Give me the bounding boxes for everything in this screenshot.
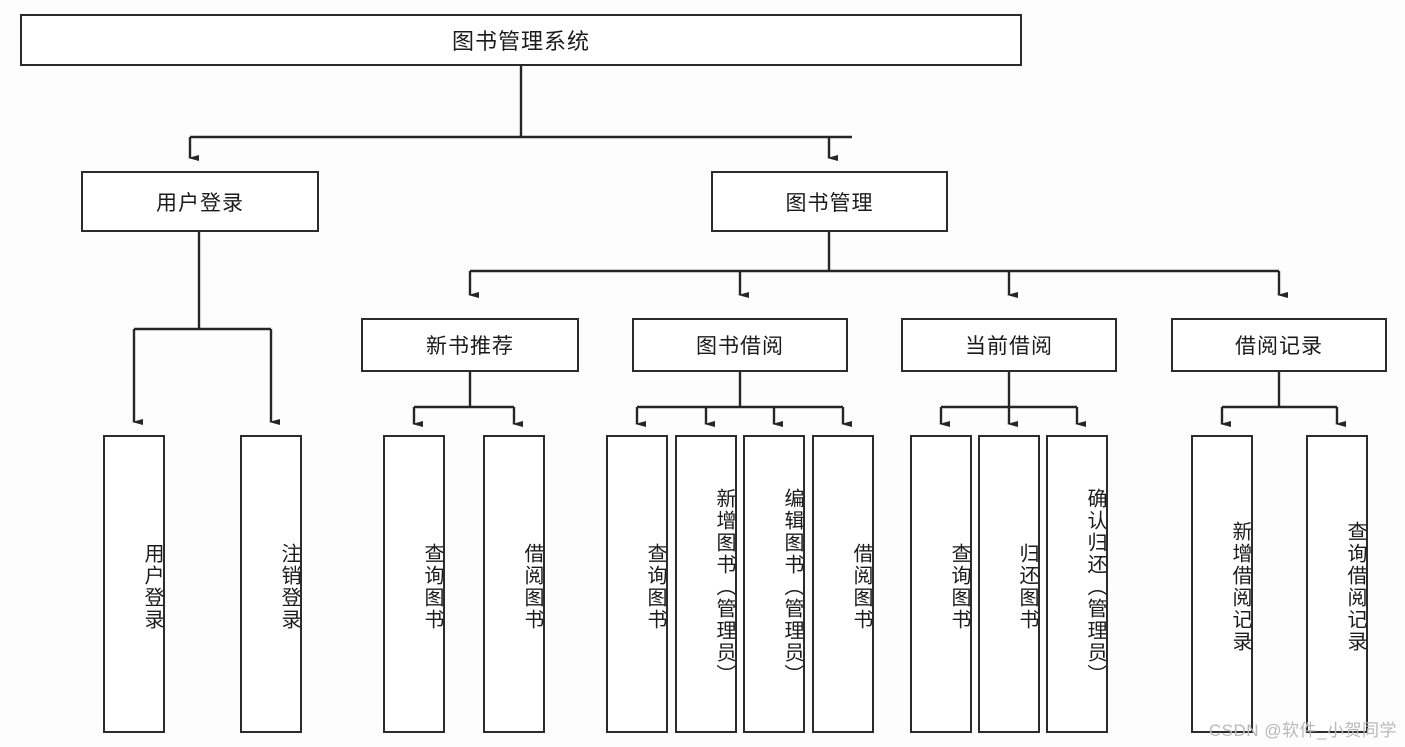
- csdn-watermark: CSDN @软件_小贺同学: [1208, 721, 1397, 740]
- leaf-current-borrow-query[interactable]: 查询图书: [910, 435, 972, 733]
- leaf-current-borrow-return[interactable]: 归还图书: [978, 435, 1040, 733]
- node-label: 当前借阅: [965, 335, 1053, 358]
- node-label: 新增图书（管理员）: [713, 488, 735, 686]
- leaf-new-book-query[interactable]: 查询图书: [383, 435, 445, 733]
- node-label: 借阅记录: [1235, 335, 1323, 358]
- node-label: 归还图书: [1016, 543, 1038, 631]
- leaf-borrow-record-query[interactable]: 查询借阅记录: [1306, 435, 1368, 733]
- node-book-borrow[interactable]: 图书借阅: [632, 318, 848, 372]
- node-user-login[interactable]: 用户登录: [81, 171, 319, 232]
- node-root-system[interactable]: 图书管理系统: [20, 14, 1022, 66]
- leaf-user-login-login[interactable]: 用户登录: [103, 435, 165, 733]
- node-label: 查询借阅记录: [1344, 521, 1366, 653]
- node-borrow-records[interactable]: 借阅记录: [1171, 318, 1387, 372]
- node-label: 用户登录: [156, 191, 244, 215]
- node-label: 图书管理系统: [451, 29, 590, 54]
- node-label: 新增借阅记录: [1229, 521, 1251, 653]
- leaf-book-borrow-borrow[interactable]: 借阅图书: [812, 435, 874, 733]
- node-label: 借阅图书: [850, 543, 872, 631]
- node-book-management[interactable]: 图书管理: [711, 171, 948, 232]
- node-new-book-recommend[interactable]: 新书推荐: [361, 318, 579, 372]
- node-label: 用户登录: [141, 543, 163, 631]
- node-label: 图书管理: [785, 191, 874, 215]
- node-label: 查询图书: [644, 543, 666, 631]
- node-label: 查询图书: [948, 543, 970, 631]
- leaf-book-borrow-add[interactable]: 新增图书（管理员）: [675, 435, 737, 733]
- leaf-book-borrow-edit[interactable]: 编辑图书（管理员）: [743, 435, 805, 733]
- node-label: 查询图书: [421, 543, 443, 631]
- leaf-user-login-logout[interactable]: 注销登录: [240, 435, 302, 733]
- leaf-current-borrow-confirm-return[interactable]: 确认归还（管理员）: [1046, 435, 1108, 733]
- node-label: 注销登录: [278, 543, 300, 631]
- node-label: 确认归还（管理员）: [1084, 488, 1106, 686]
- leaf-new-book-borrow[interactable]: 借阅图书: [483, 435, 545, 733]
- node-current-borrow[interactable]: 当前借阅: [901, 318, 1117, 372]
- node-label: 编辑图书（管理员）: [781, 488, 803, 686]
- node-label: 新书推荐: [426, 335, 514, 358]
- node-label: 借阅图书: [521, 543, 543, 631]
- leaf-book-borrow-query[interactable]: 查询图书: [606, 435, 668, 733]
- node-label: 图书借阅: [696, 335, 784, 358]
- leaf-borrow-record-add[interactable]: 新增借阅记录: [1191, 435, 1253, 733]
